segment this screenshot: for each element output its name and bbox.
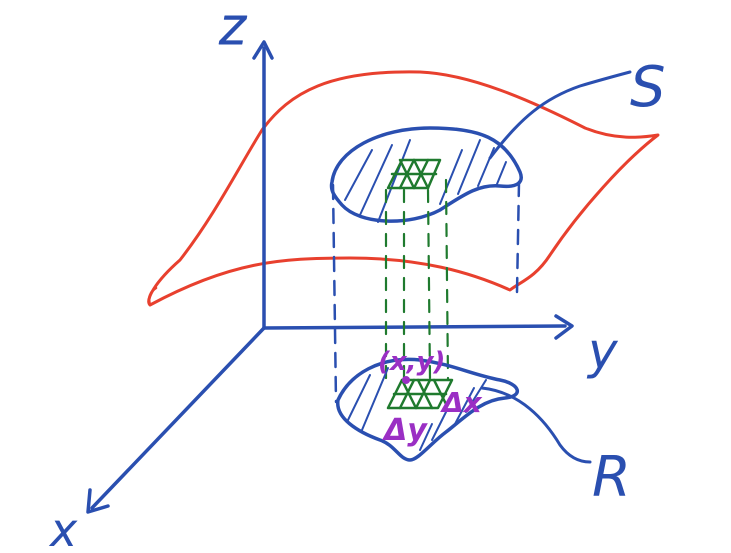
surface-crease <box>148 286 158 307</box>
point-label: (x,y) <box>378 347 445 377</box>
region-r-outline <box>336 357 519 462</box>
projection-cylinder <box>331 180 521 404</box>
x-axis-label: x <box>48 503 78 553</box>
s-leader-line <box>488 70 632 160</box>
region-delta-patch <box>386 378 454 410</box>
delta-x-label: Δx <box>440 386 483 419</box>
region-r-hatching <box>347 367 487 451</box>
y-axis-label: y <box>586 322 619 380</box>
x-axis-arrowhead <box>86 488 110 514</box>
z-axis-label: Z <box>219 9 247 53</box>
y-axis-arrowhead <box>554 314 574 340</box>
surface-delta-patch <box>386 158 442 190</box>
point-marker <box>402 376 410 384</box>
delta-y-label: Δy <box>382 413 428 448</box>
r-leader-line <box>480 386 592 464</box>
region-label: R <box>592 445 631 510</box>
y-axis <box>262 324 567 330</box>
patch-projection-lines <box>384 178 450 382</box>
x-axis <box>90 326 266 510</box>
surface-patch-outline <box>329 126 523 223</box>
surface-label: S <box>630 55 666 120</box>
z-axis-arrowhead <box>252 40 274 60</box>
